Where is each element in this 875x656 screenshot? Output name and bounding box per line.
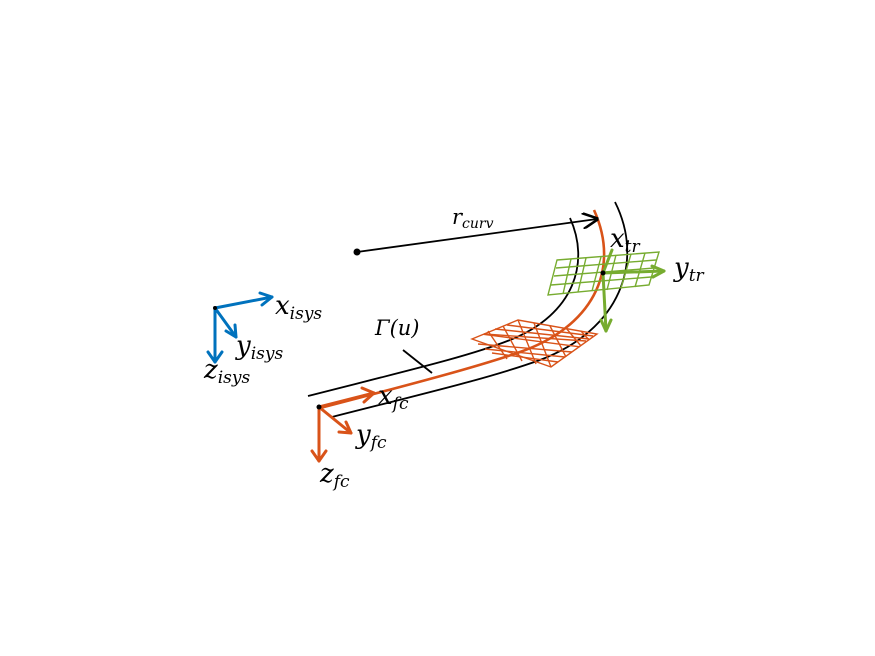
y-fc-label: yfc bbox=[355, 420, 387, 453]
x-tr-label: xtr bbox=[610, 224, 641, 257]
tr-frame bbox=[599, 248, 666, 333]
fc-frame bbox=[310, 386, 376, 463]
tr-origin bbox=[600, 270, 606, 276]
gamma-leader-line bbox=[402, 349, 433, 374]
reference-path bbox=[319, 209, 606, 410]
isys-origin bbox=[213, 306, 217, 310]
fc-origin bbox=[316, 404, 322, 410]
fc-grid-patch bbox=[470, 319, 599, 368]
gamma-label: Γ(u) bbox=[374, 316, 419, 340]
y-tr-label: ytr bbox=[673, 253, 705, 286]
z-fc-label: zfc bbox=[319, 459, 350, 492]
road-left-boundary bbox=[307, 217, 580, 397]
x-fc-label: xfc bbox=[378, 381, 409, 414]
isys-frame bbox=[206, 291, 274, 364]
curvature-radius-arrow bbox=[356, 219, 597, 253]
z-isys-label: zisys bbox=[203, 355, 250, 388]
x-isys-label: xisys bbox=[275, 291, 322, 324]
y-isys-label: yisys bbox=[235, 331, 283, 364]
r-curv-label: rcurv bbox=[452, 205, 494, 232]
